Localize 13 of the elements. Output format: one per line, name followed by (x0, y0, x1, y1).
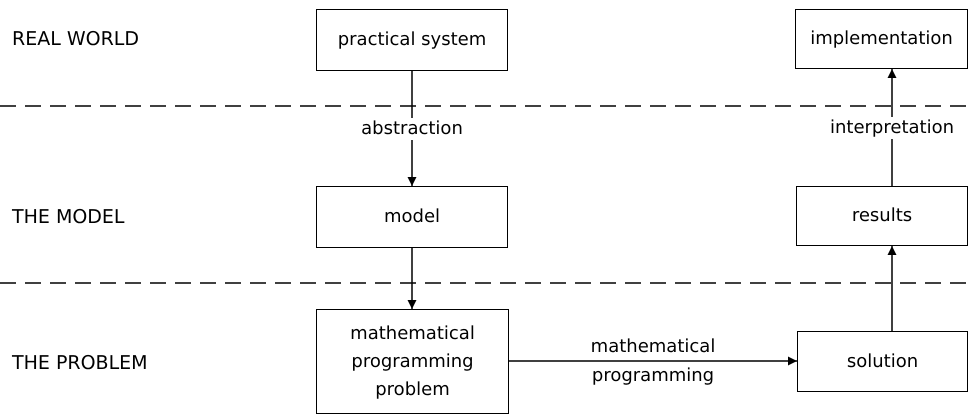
process-box: implementation (795, 9, 968, 69)
process-box: model (316, 186, 508, 248)
process-box: solution (797, 331, 968, 392)
process-box: practical system (316, 9, 508, 71)
process-box: mathematical programming problem (316, 309, 509, 414)
edge-label: mathematical programming (590, 335, 716, 388)
layer-label: REAL WORLD (12, 30, 139, 49)
arrow (509, 356, 797, 366)
process-box: results (796, 186, 968, 246)
layer-label: THE MODEL (12, 208, 125, 227)
arrow (408, 248, 416, 309)
layer-label: THE PROBLEM (12, 354, 148, 373)
arrow (888, 246, 896, 331)
